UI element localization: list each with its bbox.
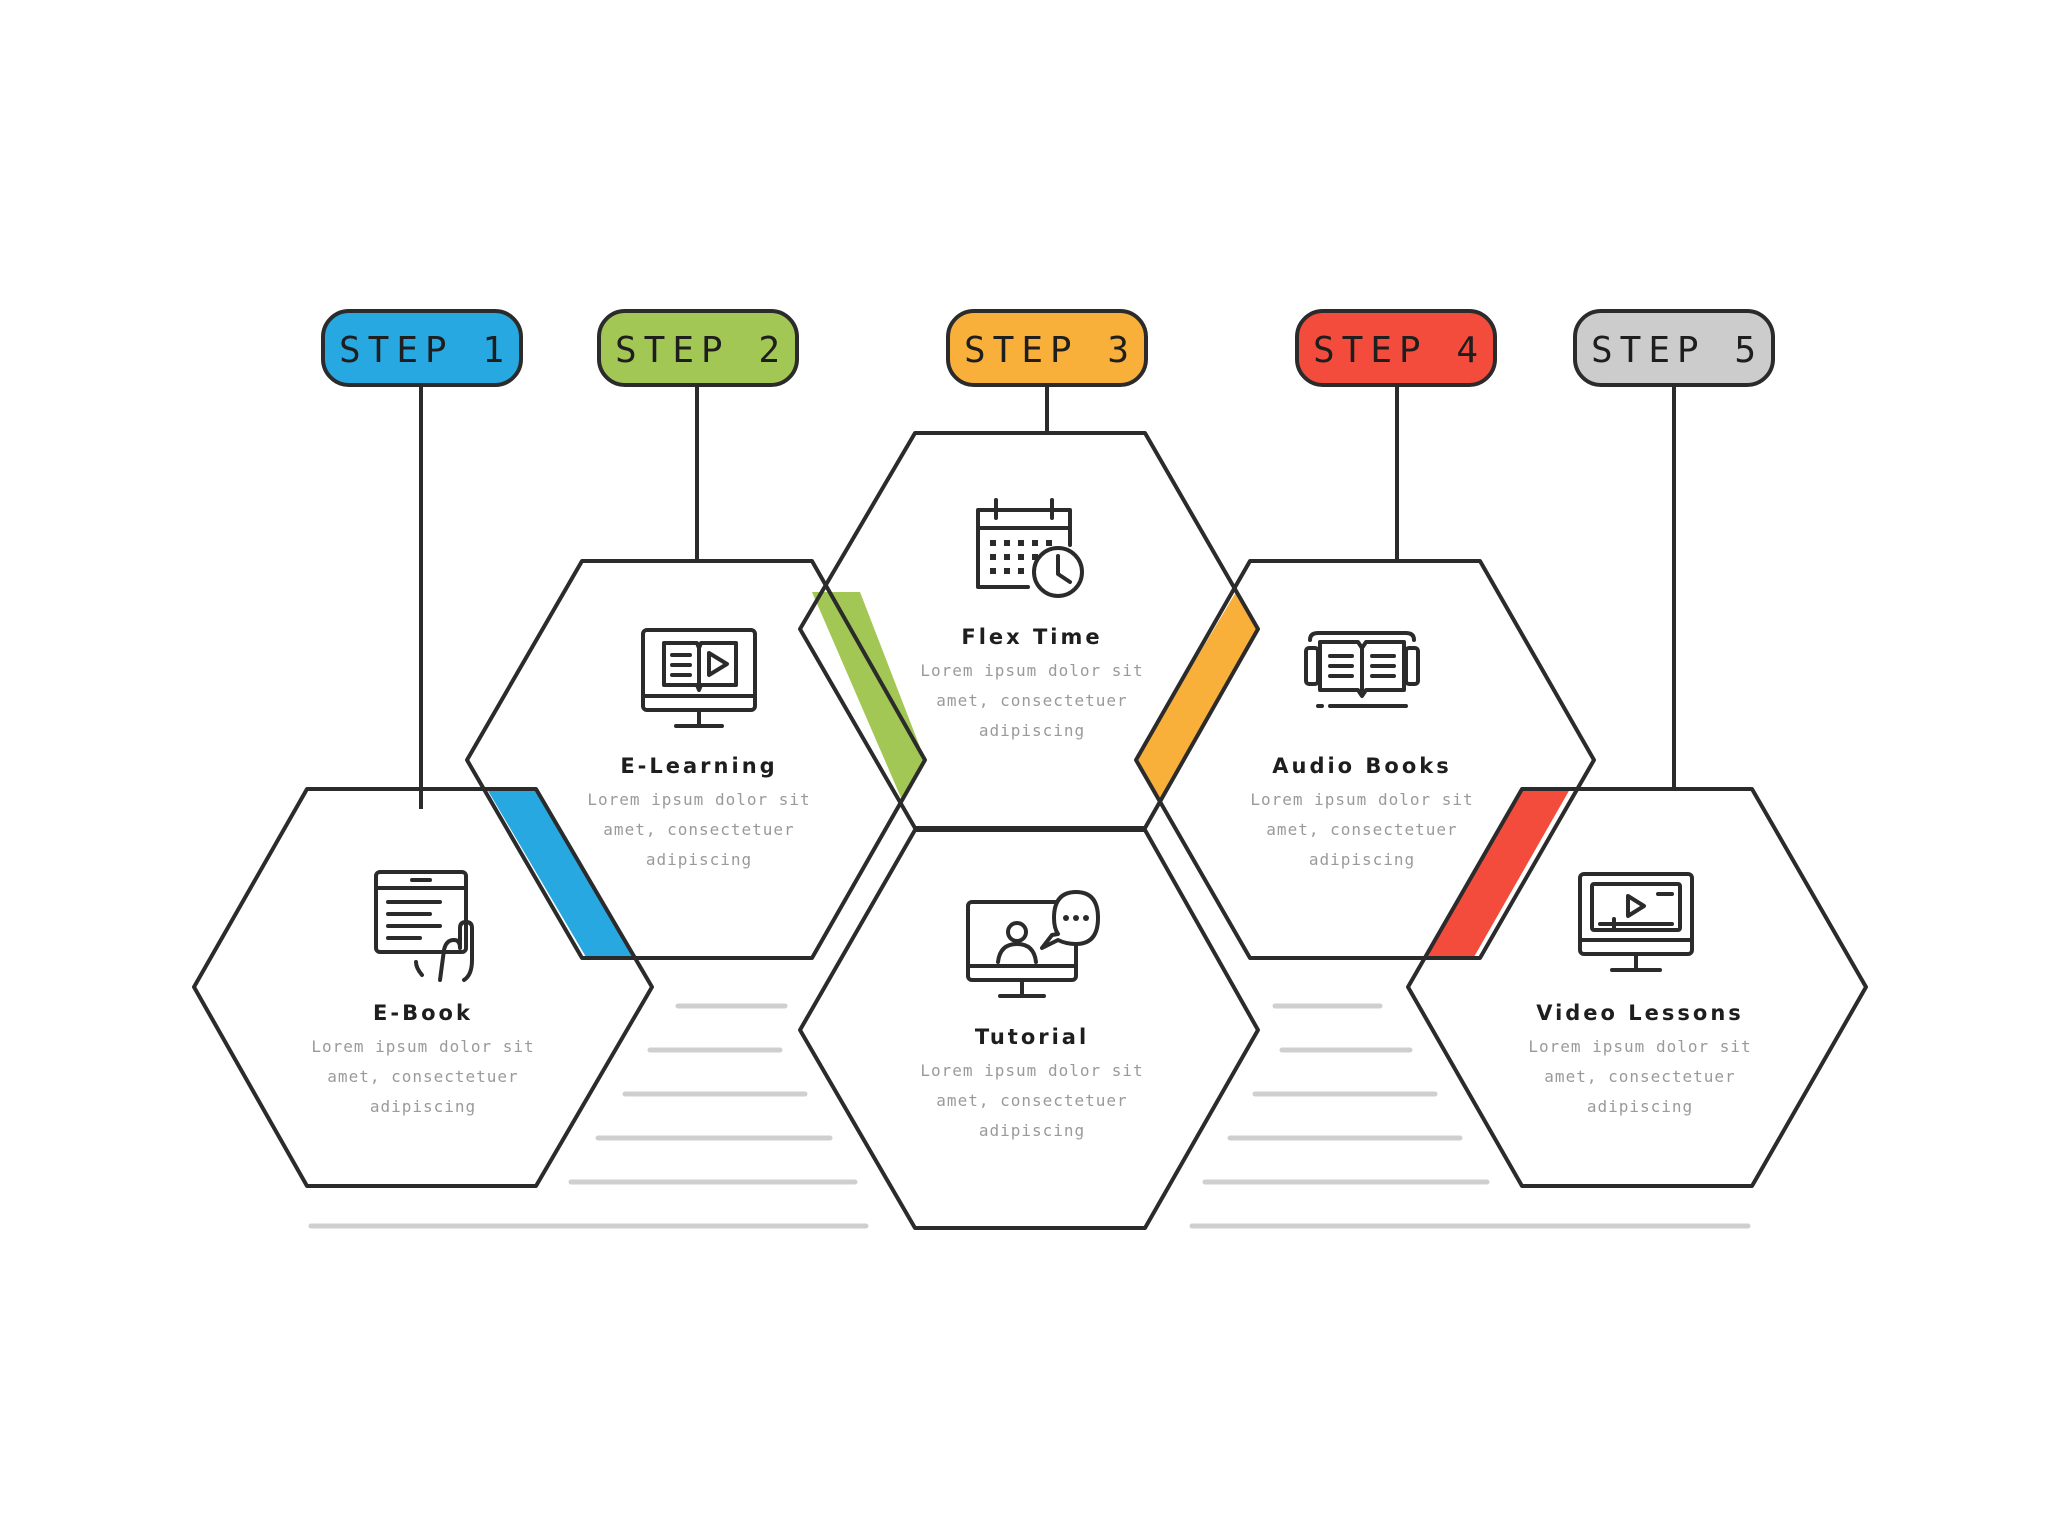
card-desc-line: amet, consectetuer (603, 820, 794, 839)
tutorial-monitor-chat-icon (966, 890, 1100, 998)
step-pill-1: STEP 1 (321, 309, 523, 387)
overlap-band-step-2 (812, 592, 925, 800)
card-desc-line: Lorem ipsum dolor sit (587, 790, 810, 809)
card-desc-line: Lorem ipsum dolor sit (1528, 1037, 1751, 1056)
step-pill-3-shape (946, 309, 1148, 387)
ebook-tablet-icon (374, 870, 474, 982)
card-desc-line: Lorem ipsum dolor sit (311, 1037, 534, 1056)
card-desc-line: adipiscing (370, 1097, 476, 1116)
hexagon-ebook (192, 787, 654, 1188)
step-pill-1-label: STEP 1 (339, 330, 511, 371)
step-pill-4: STEP 4 (1295, 309, 1497, 387)
step-pill-4-shape (1295, 309, 1497, 387)
audio-book-headphones-icon (1304, 631, 1420, 708)
card-flextime: Flex Time Lorem ipsum dolor sit amet, co… (920, 625, 1143, 740)
overlap-band-step-3 (1136, 592, 1258, 800)
card-title: Tutorial (975, 1025, 1089, 1049)
hexagon-elearning (465, 559, 927, 960)
hexagon-videolessons (1406, 787, 1868, 1188)
overlap-band-step-4 (1426, 789, 1570, 957)
video-monitor-icon (1578, 872, 1694, 972)
overlap-band-step-1 (487, 789, 634, 957)
card-title: E-Learning (620, 754, 777, 778)
card-desc-line: Lorem ipsum dolor sit (1250, 790, 1473, 809)
card-elearning: E-Learning Lorem ipsum dolor sit amet, c… (587, 754, 810, 869)
calendar-clock-icon (976, 498, 1084, 598)
card-title: Flex Time (961, 625, 1102, 649)
step-pill-2-shape (597, 309, 799, 387)
card-desc-line: Lorem ipsum dolor sit (920, 661, 1143, 680)
card-desc-line: amet, consectetuer (1544, 1067, 1735, 1086)
step-pill-5-shape (1573, 309, 1775, 387)
step-pill-5: STEP 5 (1573, 309, 1775, 387)
step-pill-1-shape (321, 309, 523, 387)
card-desc-line: amet, consectetuer (1266, 820, 1457, 839)
card-title: Video Lessons (1536, 1001, 1744, 1025)
step-pill-4-label: STEP 4 (1313, 330, 1485, 371)
hexagon-audiobooks (1134, 559, 1596, 960)
hexagon-tutorial (798, 828, 1260, 1230)
card-desc-line: amet, consectetuer (936, 691, 1127, 710)
card-desc-line: adipiscing (646, 850, 752, 869)
step-pill-3: STEP 3 (946, 309, 1148, 387)
card-videolessons: Video Lessons Lorem ipsum dolor sit amet… (1528, 1001, 1751, 1116)
decorative-lines (308, 1003, 1751, 1229)
card-desc-line: adipiscing (979, 1121, 1085, 1140)
elearning-monitor-book-icon (641, 628, 757, 728)
card-desc-line: adipiscing (979, 721, 1085, 740)
card-desc-line: Lorem ipsum dolor sit (920, 1061, 1143, 1080)
step-pill-2-label: STEP 2 (615, 330, 787, 371)
card-ebook: E-Book Lorem ipsum dolor sit amet, conse… (311, 1001, 534, 1116)
step-pill-5-label: STEP 5 (1591, 330, 1763, 371)
card-desc-line: adipiscing (1587, 1097, 1693, 1116)
step-pill-2: STEP 2 (597, 309, 799, 387)
card-audiobooks: Audio Books Lorem ipsum dolor sit amet, … (1250, 754, 1473, 869)
card-title: E-Book (373, 1001, 473, 1025)
card-desc-line: amet, consectetuer (936, 1091, 1127, 1110)
card-desc-line: amet, consectetuer (327, 1067, 518, 1086)
card-tutorial: Tutorial Lorem ipsum dolor sit amet, con… (920, 1025, 1143, 1140)
step-pill-3-label: STEP 3 (964, 330, 1136, 371)
card-desc-line: adipiscing (1309, 850, 1415, 869)
card-title: Audio Books (1272, 754, 1452, 778)
